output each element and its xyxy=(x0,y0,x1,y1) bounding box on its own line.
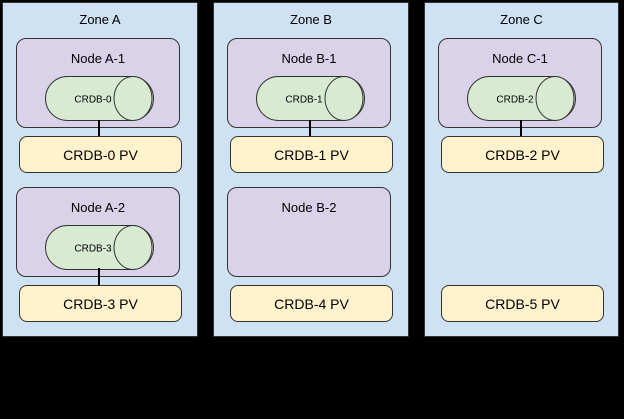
crdb-2-pv-label: CRDB-2 PV xyxy=(485,146,560,163)
crdb-3-pv-label: CRDB-3 PV xyxy=(63,295,138,312)
crdb-4-pv-box: CRDB-4 PV xyxy=(230,285,393,322)
node-a2: Node A-2 CRDB-3 xyxy=(16,187,180,277)
node-c1: Node C-1 CRDB-2 xyxy=(438,38,602,128)
zone-a-title: Zone A xyxy=(79,12,121,27)
connector-line xyxy=(98,120,100,138)
crdb-3-pv-box: CRDB-3 PV xyxy=(19,285,182,322)
connector-line xyxy=(98,268,100,286)
node-a1-label: Node A-1 xyxy=(70,51,126,66)
crdb-5-pv-box: CRDB-5 PV xyxy=(441,285,604,322)
crdb-4-pv-label: CRDB-4 PV xyxy=(274,295,349,312)
zone-c: Zone C Node C-1 CRDB-2 CRDB-2 PV CRDB-5 … xyxy=(424,2,619,337)
node-a1: Node A-1 CRDB-0 xyxy=(16,38,180,128)
crdb-0-pv-label: CRDB-0 PV xyxy=(63,146,138,163)
node-b2-label: Node B-2 xyxy=(281,200,337,215)
crdb-1-label: CRDB-1 xyxy=(285,95,323,106)
crdb-1-pv-box: CRDB-1 PV xyxy=(230,136,393,173)
node-c1-label: Node C-1 xyxy=(492,51,548,66)
crdb-1-cylinder-icon: CRDB-1 xyxy=(256,76,365,121)
zone-a: Zone A Node A-1 CRDB-0 CRDB-0 PV Node A-… xyxy=(2,2,198,337)
crdb-0-label: CRDB-0 xyxy=(74,95,112,106)
connector-line xyxy=(520,120,522,138)
crdb-2-pv-box: CRDB-2 PV xyxy=(441,136,604,173)
node-a2-label: Node A-2 xyxy=(70,200,126,215)
crdb-1-pv-label: CRDB-1 PV xyxy=(274,146,349,163)
crdb-2-label: CRDB-2 xyxy=(496,95,534,106)
zone-c-title: Zone C xyxy=(500,12,543,27)
node-b1: Node B-1 CRDB-1 xyxy=(227,38,391,128)
connector-line xyxy=(309,120,311,138)
crdb-2-cylinder-icon: CRDB-2 xyxy=(467,76,576,121)
crdb-5-pv-label: CRDB-5 PV xyxy=(485,295,560,312)
crdb-3-cylinder-icon: CRDB-3 xyxy=(45,225,154,270)
crdb-3-label: CRDB-3 xyxy=(74,244,112,255)
crdb-0-pv-box: CRDB-0 PV xyxy=(19,136,182,173)
crdb-0-cylinder-icon: CRDB-0 xyxy=(45,76,154,121)
node-b1-label: Node B-1 xyxy=(281,51,337,66)
zone-b-title: Zone B xyxy=(290,12,332,27)
zone-b: Zone B Node B-1 CRDB-1 CRDB-1 PV Node B-… xyxy=(213,2,409,337)
node-b2: Node B-2 xyxy=(227,187,391,277)
